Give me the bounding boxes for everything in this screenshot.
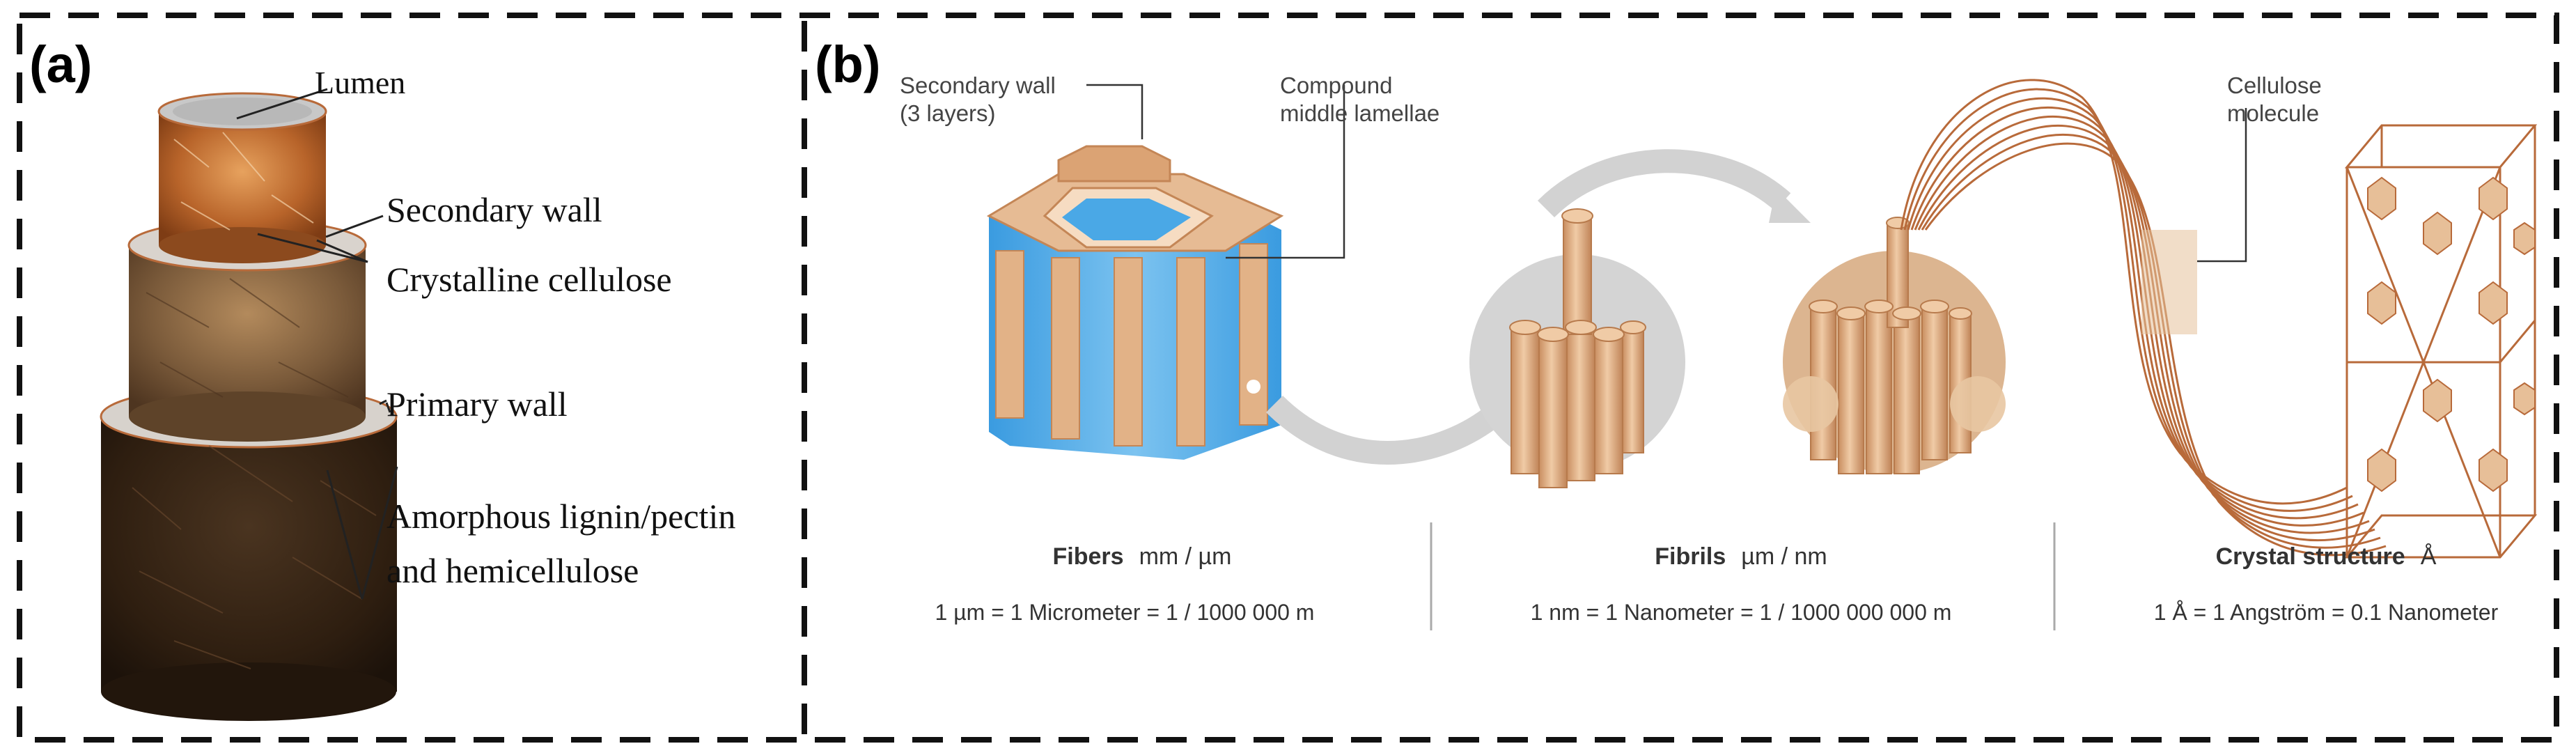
fiber-block bbox=[986, 145, 1284, 460]
label-secondary-wall-a: Secondary wall bbox=[387, 190, 602, 229]
panel-b-leaders bbox=[1086, 84, 2247, 263]
scale-fibers-formula: 1 µm = 1 Micrometer = 1 / 1000 000 m bbox=[935, 600, 1315, 625]
scale-crystal-formula: 1 Å = 1 Angström = 0.1 Nanometer bbox=[2154, 600, 2499, 625]
panel-b-labels: Secondary wall (3 layers) Compound middl… bbox=[900, 72, 2322, 126]
label-crystalline-cellulose: Crystalline cellulose bbox=[387, 260, 672, 299]
cellulose-molecule-highlight bbox=[2141, 230, 2197, 334]
arrow-fibril-to-bundle bbox=[1537, 149, 1791, 218]
scale-fibrils: Fibrils µm / nm 1 nm = 1 Nanometer = 1 / … bbox=[1531, 543, 1952, 625]
crystal-lattice bbox=[2344, 124, 2538, 559]
scale-fibrils-title: Fibrils bbox=[1655, 543, 1726, 570]
label-lumen: Lumen bbox=[315, 65, 405, 100]
label-amorphous-2: and hemicellulose bbox=[387, 551, 639, 590]
arrow-fiber-to-fibril bbox=[1265, 395, 1498, 465]
panel-a-labels: Lumen Secondary wall Crystalline cellulo… bbox=[315, 65, 735, 590]
panel-a: (a) bbox=[29, 36, 735, 721]
fibril-circle bbox=[1469, 208, 1685, 488]
scale-fibers-unit: mm / µm bbox=[1139, 543, 1232, 570]
label-primary-wall: Primary wall bbox=[387, 385, 568, 424]
scale-crystal-unit: Å bbox=[2421, 543, 2437, 570]
label-amorphous-1: Amorphous lignin/pectin bbox=[387, 497, 735, 536]
fibril-bundle-circle bbox=[1783, 217, 2006, 474]
label-secondary-wall-b-1: Secondary wall bbox=[900, 72, 1056, 98]
label-cellulose-2: molecule bbox=[2227, 100, 2319, 126]
panel-a-leaders bbox=[236, 88, 398, 600]
scale-fibers-title: Fibers bbox=[1053, 543, 1124, 570]
label-secondary-wall-b-2: (3 layers) bbox=[900, 100, 996, 126]
outer-dashed-border bbox=[17, 13, 2559, 743]
scale-fibrils-unit: µm / nm bbox=[1741, 543, 1827, 570]
panel-b: (b) Secondary wall (3 layers bbox=[815, 36, 2538, 630]
scale-captions: Fibers mm / µm 1 µm = 1 Micrometer = 1 / … bbox=[935, 543, 2499, 625]
panel-b-tag: (b) bbox=[815, 36, 881, 93]
outer-cylinder bbox=[100, 385, 398, 721]
scale-crystal: Crystal structure Å 1 Å = 1 Angström = 0.… bbox=[2154, 543, 2499, 625]
label-cellulose-1: Cellulose bbox=[2227, 72, 2322, 98]
inner-cylinder bbox=[157, 92, 327, 263]
scale-fibers: Fibers mm / µm 1 µm = 1 Micrometer = 1 / … bbox=[935, 543, 1315, 625]
scale-crystal-title: Crystal structure bbox=[2216, 543, 2405, 570]
scale-fibrils-formula: 1 nm = 1 Nanometer = 1 / 1000 000 000 m bbox=[1531, 600, 1952, 625]
arrow-fibril-to-bundle-head bbox=[1769, 188, 1811, 223]
label-compound-2: middle lamellae bbox=[1280, 100, 1439, 126]
label-compound-1: Compound bbox=[1280, 72, 1392, 98]
panel-a-tag: (a) bbox=[29, 36, 92, 93]
crystal-hexagons bbox=[2367, 176, 2536, 492]
